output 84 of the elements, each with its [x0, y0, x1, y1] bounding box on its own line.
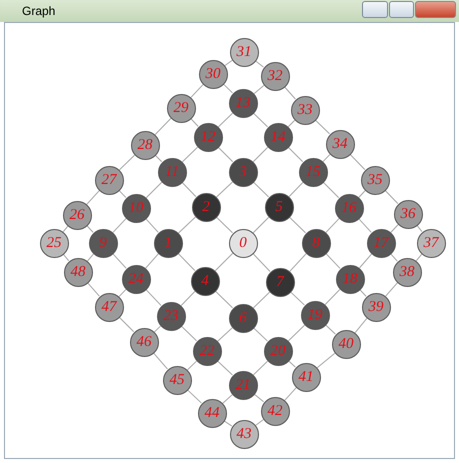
edge-line: [62, 226, 68, 232]
edge-line: [288, 324, 306, 342]
edge-line: [180, 290, 196, 306]
edge-line: [62, 254, 70, 262]
edge-line: [145, 218, 159, 233]
edge-line: [112, 218, 127, 233]
edge-line: [216, 216, 234, 234]
edge-line: [214, 290, 234, 308]
edge-line: [112, 253, 127, 269]
edge-line: [288, 182, 304, 198]
edge-line: [87, 282, 100, 297]
edge-line: [288, 120, 296, 128]
edge-line: [252, 253, 271, 272]
edge-line: [289, 253, 307, 272]
edge-line: [324, 288, 340, 306]
edge-line: [118, 316, 134, 332]
edge-line: [322, 182, 340, 198]
edge-line: [154, 154, 162, 162]
edge-line: [146, 182, 162, 198]
edge-line: [390, 224, 399, 233]
edge-line: [416, 254, 422, 262]
edge-line: [390, 253, 398, 262]
edge-line: [217, 360, 233, 376]
edge-line: [224, 420, 232, 427]
edge-line: [218, 112, 234, 128]
edge-line: [252, 182, 270, 198]
edge-line: [254, 60, 264, 68]
edge-line: [354, 318, 368, 334]
window-title: Graph: [22, 4, 56, 18]
edge-line: [322, 154, 330, 162]
edge-line: [252, 146, 268, 162]
edge-line: [252, 292, 270, 308]
edge-line: [86, 190, 100, 205]
edge-line: [218, 146, 234, 162]
edge-line: [178, 216, 196, 234]
edge-line: [358, 218, 372, 233]
edge-line: [190, 118, 199, 127]
edge-line: [252, 112, 268, 128]
edge-line: [216, 181, 233, 198]
edge-line: [316, 352, 336, 368]
edge-line: [217, 327, 233, 342]
edge-line: [325, 253, 341, 269]
edge-line: [178, 252, 196, 272]
edge-line: [254, 84, 264, 94]
edge-line: [384, 190, 398, 204]
edge-line: [350, 154, 366, 170]
edge-line: [325, 324, 336, 335]
edge-line: [118, 288, 126, 298]
edge-line: [288, 216, 306, 234]
edge-line: [182, 146, 198, 162]
edge-line: [145, 289, 162, 306]
edge-line: [145, 253, 159, 269]
edge-line: [284, 86, 296, 100]
edge-line: [153, 352, 168, 370]
edge-line: [222, 84, 234, 94]
edge-line: [222, 394, 233, 404]
edge-line: [314, 120, 330, 134]
edge-line: [252, 360, 268, 376]
edge-line: [325, 218, 340, 233]
edge-line: [253, 327, 268, 342]
edge-line: [182, 182, 196, 198]
edge-line: [358, 254, 372, 268]
edge-line: [154, 118, 172, 136]
edge-line: [154, 326, 162, 332]
edge-line: [187, 389, 202, 404]
edge-line: [254, 394, 264, 402]
edge-line: [359, 289, 367, 297]
edge-line: [180, 326, 198, 342]
edge-line: [385, 282, 398, 297]
edge-line: [288, 360, 296, 368]
edge-line: [214, 252, 234, 272]
edge-line: [255, 419, 264, 426]
edge-line: [86, 225, 94, 233]
edge-line: [358, 190, 366, 198]
edge-line: [86, 253, 94, 262]
edge-line: [290, 291, 305, 306]
edge-line: [118, 154, 136, 170]
edge-line: [284, 387, 297, 401]
edge-line: [190, 84, 204, 98]
edge-line: [252, 216, 270, 234]
edge-line: [118, 190, 126, 198]
edge-line: [224, 60, 233, 66]
edge-line: [186, 360, 198, 370]
edge-line: [288, 146, 304, 162]
